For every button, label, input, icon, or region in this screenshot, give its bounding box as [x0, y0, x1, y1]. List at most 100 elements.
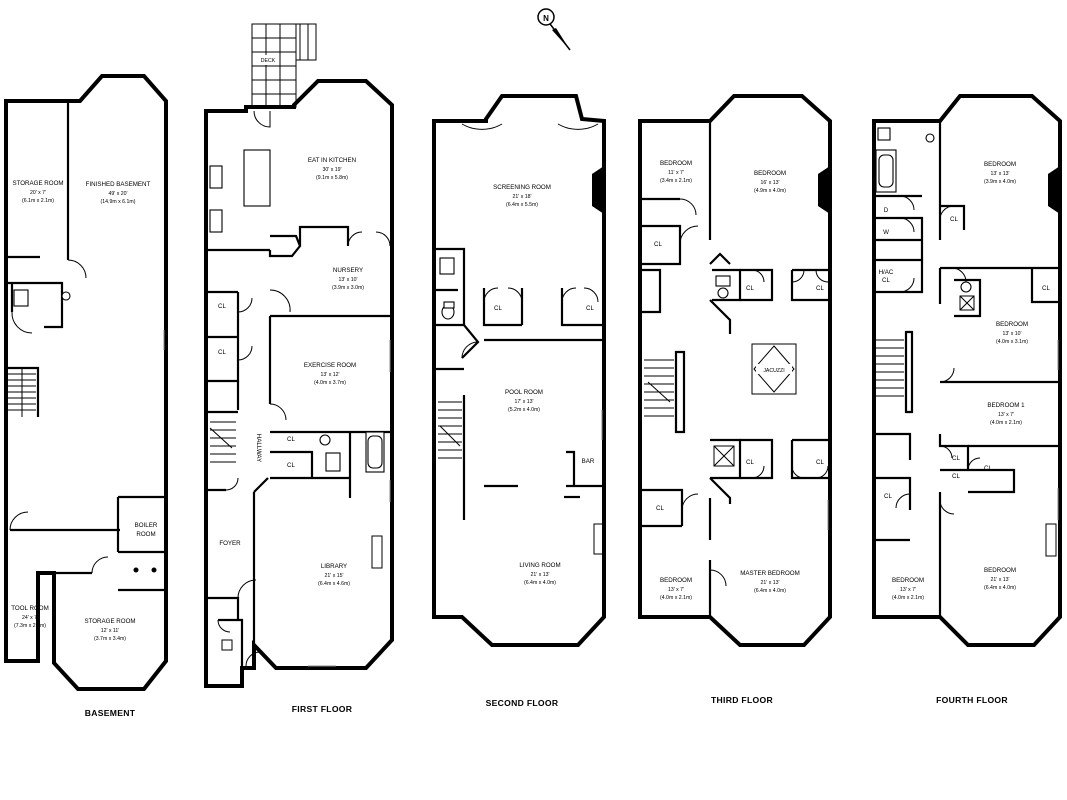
third-room-dims: 21' x 13' [761, 580, 780, 586]
first-room-dims: 13' x 10' [339, 277, 358, 283]
basement-room-dims: 12' x 11' [101, 628, 120, 634]
basement-room-dims: 20' x 7' [30, 190, 46, 196]
second-room-metric: (5.2m x 4.0m) [508, 407, 540, 413]
third-closet-label: CL [816, 459, 824, 466]
fourth-room-name: BEDROOM [984, 161, 1016, 168]
basement-plan: STORAGE ROOM 20' x 7' (6.1m x 2.1m) FINI… [4, 74, 168, 718]
first-floor-plan: DECK [204, 23, 394, 714]
first-room-name: NURSERY [333, 267, 363, 274]
second-closet-label: CL [586, 305, 594, 312]
second-room-name: SCREENING ROOM [493, 184, 551, 191]
fourth-room-metric: (6.4m x 4.0m) [984, 585, 1016, 591]
first-room-metric: (3.9m x 3.0m) [332, 285, 364, 291]
deck: DECK [251, 23, 317, 108]
third-floor-title: THIRD FLOOR [711, 695, 774, 705]
basement-room-name: STORAGE ROOM [84, 618, 135, 625]
second-room-dims: 21' x 18' [513, 194, 532, 200]
second-room-name: LIVING ROOM [519, 562, 560, 569]
fourth-room-metric: (4.0m x 2.1m) [990, 420, 1022, 426]
third-room-name: BEDROOM [660, 160, 692, 167]
basement-room-name: ROOM [136, 531, 155, 538]
second-room-dims: 21' x 13' [531, 572, 550, 578]
third-room-dims: 13' x 7' [668, 587, 684, 593]
fourth-room-name: BEDROOM [984, 567, 1016, 574]
third-room-dims: 16' x 13' [761, 180, 780, 186]
second-room-dims: 17' x 13' [515, 399, 534, 405]
first-room-dims: 30' x 19' [323, 167, 342, 173]
third-room-name: BEDROOM [660, 577, 692, 584]
first-closet-label: CL [287, 436, 295, 443]
basement-room-name: BOILER [135, 522, 158, 529]
basement-room-metric: (6.1m x 2.1m) [22, 198, 54, 204]
fourth-closet-label: CL [984, 465, 992, 472]
fourth-room-name: BEDROOM [996, 321, 1028, 328]
third-closet-label: CL [656, 505, 664, 512]
fourth-closet-label: CL [950, 216, 958, 223]
third-closet-label: CL [816, 285, 824, 292]
second-room-metric: (6.4m x 4.0m) [524, 580, 556, 586]
basement-room-metric: (14.9m x 6.1m) [101, 199, 136, 205]
fourth-room-dims: 13' x 10' [1003, 331, 1022, 337]
fourth-closet-label: CL [952, 455, 960, 462]
basement-room-dims: 49' x 20' [109, 191, 128, 197]
third-room-metric: (4.9m x 4.0m) [754, 188, 786, 194]
second-floor-title: SECOND FLOOR [486, 698, 559, 708]
second-floor-plan: SCREENING ROOM 21' x 18' (6.4m x 5.5m) P… [432, 94, 606, 708]
first-closet-label: CL [218, 349, 226, 356]
fourth-floor-title: FOURTH FLOOR [936, 695, 1008, 705]
deck-label: DECK [261, 58, 276, 64]
fourth-room-name: BEDROOM 1 [987, 402, 1025, 409]
first-room-dims: 21' x 15' [325, 573, 344, 579]
first-room-metric: (6.4m x 4.6m) [318, 581, 350, 587]
third-closet-label: CL [654, 241, 662, 248]
fourth-floor-plan: BEDROOM 13' x 13' (3.9m x 4.0m) BEDROOM … [872, 94, 1062, 705]
compass: N [537, 8, 571, 51]
second-room-metric: (6.4m x 5.5m) [506, 202, 538, 208]
bar-label: BAR [582, 458, 595, 465]
basement-room-metric: (3.7m x 3.4m) [94, 636, 126, 642]
fourth-room-metric: (3.9m x 4.0m) [984, 179, 1016, 185]
dryer-label: D [884, 207, 889, 214]
second-closet-label: CL [494, 305, 502, 312]
hvac-closet-label: CL [882, 277, 890, 284]
third-room-dims: 11' x 7' [668, 170, 684, 176]
basement-title: BASEMENT [85, 708, 136, 718]
third-room-metric: (4.0m x 2.1m) [660, 595, 692, 601]
first-closet-label: CL [287, 462, 295, 469]
first-closet-label: CL [218, 303, 226, 310]
hvac-label: H/AC [879, 269, 894, 276]
washer-label: W [883, 229, 889, 236]
third-room-name: BEDROOM [754, 170, 786, 177]
basement-room-metric: (7.3m x 2.1m) [14, 623, 46, 629]
first-room-dims: 13' x 12' [321, 372, 340, 378]
third-closet-label: CL [746, 459, 754, 466]
second-room-name: POOL ROOM [505, 389, 543, 396]
fourth-closet-label: CL [952, 473, 960, 480]
basement-room-name: FINISHED BASEMENT [86, 181, 151, 188]
fourth-room-metric: (4.0m x 2.1m) [892, 595, 924, 601]
third-floor-plan: JACUZZI BEDROOM 11' x 7' (3.4m x 2.1m) B… [638, 94, 832, 705]
first-room-name: EXERCISE ROOM [304, 362, 356, 369]
fourth-closet-label: CL [1042, 285, 1050, 292]
third-room-name: MASTER BEDROOM [740, 570, 799, 577]
fourth-room-metric: (4.0m x 3.1m) [996, 339, 1028, 345]
fourth-room-dims: 21' x 13' [991, 577, 1010, 583]
fourth-room-dims: 13' x 7' [900, 587, 916, 593]
fourth-room-name: BEDROOM [892, 577, 924, 584]
first-room-metric: (4.0m x 3.7m) [314, 380, 346, 386]
jacuzzi-label: JACUZZI [763, 368, 784, 374]
compass-letter: N [543, 14, 549, 23]
first-room-name: LIBRARY [321, 563, 347, 570]
first-floor-title: FIRST FLOOR [292, 704, 353, 714]
fourth-closet-label: CL [884, 493, 892, 500]
basement-room-dims: 24' x 7' [22, 615, 38, 621]
hallway-label: HALLWAY [255, 434, 262, 462]
first-room-name: EAT IN KITCHEN [308, 157, 356, 164]
fourth-room-dims: 13' x 13' [991, 171, 1010, 177]
third-room-metric: (3.4m x 2.1m) [660, 178, 692, 184]
first-room-metric: (9.1m x 5.8m) [316, 175, 348, 181]
fourth-room-dims: 13' x 7' [998, 412, 1014, 418]
basement-room-name: STORAGE ROOM [12, 180, 63, 187]
basement-room-name: TOOL ROOM [11, 605, 48, 612]
